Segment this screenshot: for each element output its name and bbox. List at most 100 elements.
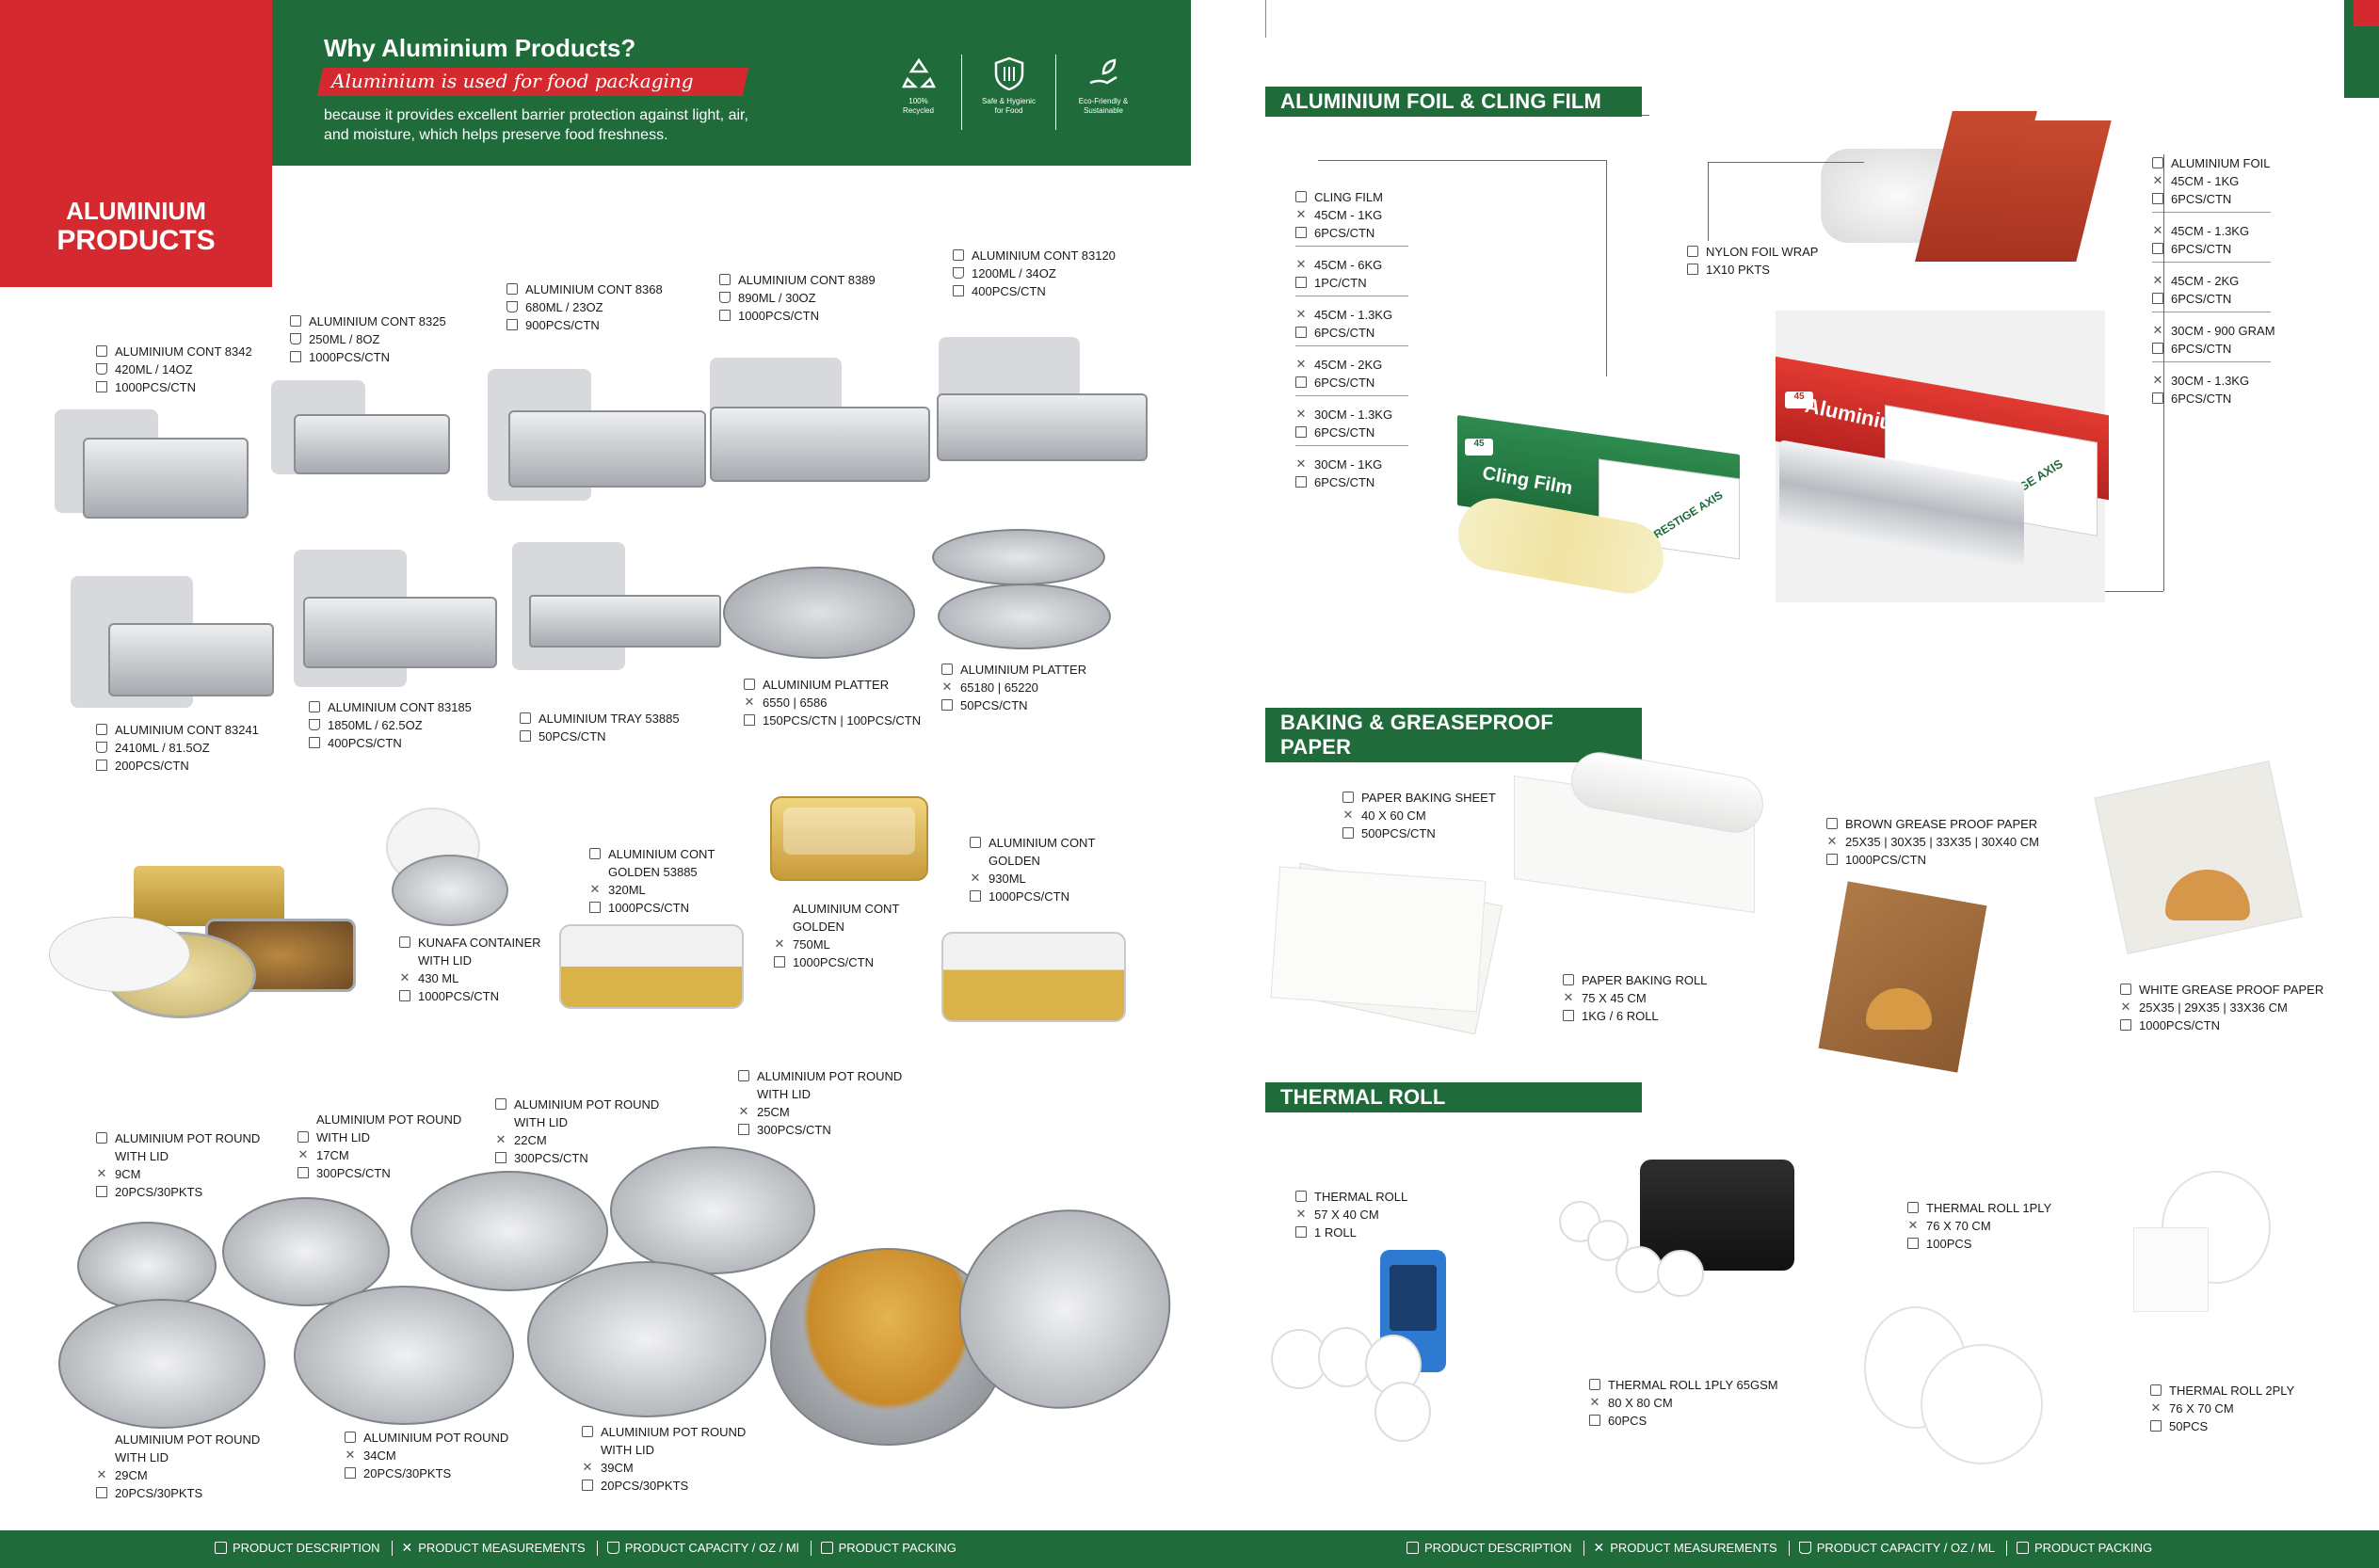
badge-line1: 100% [908,97,928,105]
measurement-icon: ✕ [2150,1400,2162,1415]
pot-food-image [770,1182,1197,1455]
measurement-icon: ✕ [1907,1218,1919,1232]
tray-8389-image [710,358,934,486]
footer-label: PRODUCT MEASUREMENTS [418,1541,586,1555]
label-platter-6550: ALUMINIUM PLATTER ✕6550 | 6586 150Pcs/CT… [744,676,921,729]
white-paper-image [2094,760,2307,954]
packing-icon [1687,264,1698,275]
label-kunafa: KUNAFA CONTAINER WITH LID ✕430 ML 1000Pc… [399,934,541,1005]
platter-65180-image [932,529,1111,651]
measurement-icon: ✕ [589,882,601,896]
packing-icon [1342,827,1354,839]
product-name-2: WITH LID [316,1130,371,1144]
product-measurement: 45CM - 1KG [2171,174,2240,188]
product-measurement: 930ML [989,872,1026,886]
product-packing: 6Pcs/CTN [1314,376,1375,390]
description-icon [399,936,410,948]
product-measurement: 45CM - 2KG [2171,274,2240,288]
tray-8342-image [55,409,252,522]
product-capacity: 1200ml / 34oz [972,266,1056,280]
header-body-line1: because it provides excellent barrier pr… [324,107,748,123]
product-measurement: 40 x 60 CM [1361,808,1426,823]
measurement-icon: ✕ [1295,407,1307,421]
product-name-2: WITH LID [514,1115,569,1129]
badge-line2: Sustainable [1084,106,1123,115]
packing-icon [953,285,964,296]
divider [596,1540,598,1556]
product-capacity: 250ml / 8oz [309,332,380,346]
product-measurement: 30CM - 900 GRAM [2171,324,2275,338]
product-name-2: WITH LID [115,1450,169,1464]
section-baking-heading: BAKING & GREASEPROOF PAPER [1265,708,1642,762]
product-name: ALUMINIUM CONT 83185 [328,700,472,714]
description-icon [2150,1384,2162,1396]
product-name: THERMAL ROLL 2PLY [2169,1384,2295,1398]
product-measurement: 39CM [601,1461,634,1475]
foil-item-2: ✕45CM - 2KG 6Pcs/CTN [2152,272,2271,312]
measurement-icon: ✕ [96,1467,107,1481]
packing-icon [1295,1226,1307,1238]
packing-icon [96,1186,107,1197]
label-baking-sheet: PAPER BAKING SHEET ✕40 x 60 CM 500Pcs/CT… [1342,789,1496,842]
packing-icon [520,730,531,742]
product-name-2: WITH LID [418,953,473,968]
packing-icon [1563,1010,1574,1021]
packing-icon [2152,243,2163,254]
divider [391,1540,393,1556]
packing-icon [297,1167,309,1178]
nylon-leader-v [1708,162,1709,241]
footer-label: PRODUCT CAPACITY / OZ / ML [1816,1541,1995,1555]
footer-label: PRODUCT MEASUREMENTS [1610,1541,1777,1555]
product-packing: 1000Pcs/CTN [738,309,819,323]
product-packing: 400Pcs/CTN [972,284,1046,298]
footer-item: PRODUCT PACKING [2016,1540,2152,1556]
measurement-icon: ✕ [2152,373,2163,387]
product-name-2: WITH LID [757,1087,812,1101]
aluminium-tag-text: ALUMINIUM PRODUCTS [0,196,272,256]
capacity-icon [96,363,107,375]
description-icon [520,712,531,724]
packing-icon [345,1467,356,1479]
measurement-icon: ✕ [1563,990,1574,1004]
measurement-icon: ✕ [1295,456,1307,471]
foil-leader-v [2163,154,2164,591]
product-name-2: GOLDEN [989,854,1040,868]
footer-label: PRODUCT PACKING [838,1541,956,1555]
measurement-icon: ✕ [941,680,953,694]
measurement-icon: ✕ [582,1460,593,1474]
badge-line1: Eco-Friendly & [1078,97,1129,105]
cling-item-2: ✕45CM - 1.3KG 6Pcs/CTN [1295,306,1408,346]
cling-box-badge: 45 [1465,439,1493,456]
divider [2005,1540,2007,1556]
product-packing: 6Pcs/CTN [1314,475,1375,489]
packing-icon [2016,1542,2029,1554]
product-packing: 6Pcs/CTN [1314,226,1375,240]
footer-label: PRODUCT DESCRIPTION [1424,1541,1572,1555]
product-name: ALUMINIUM POT ROUND [316,1112,462,1127]
product-packing: 6Pcs/CTN [2171,242,2232,256]
description-icon [345,1432,356,1443]
product-measurement: 9CM [115,1167,141,1181]
baking-roll-image [1514,747,1768,913]
measurement-icon: ✕ [1295,307,1307,321]
measurement-icon: ✕ [1342,808,1354,822]
product-measurement: 430 ML [418,971,459,985]
product-name: ALUMINIUM CONT 8389 [738,273,876,287]
description-icon [1687,246,1698,257]
packing-icon [2152,343,2163,354]
label-nylon: NYLON FOIL WRAP 1X10 PKTS [1687,243,1818,279]
product-packing: 1 Roll [1314,1225,1357,1240]
packing-icon [970,890,981,902]
product-measurement: 320ML [608,883,646,897]
foil-item-0: ALUMINIUM FOIL ✕45CM - 1KG 6Pcs/CTN [2152,154,2271,213]
product-packing: 900Pcs/CTN [525,318,600,332]
description-icon [309,701,320,712]
product-measurement: 17CM [316,1148,349,1162]
product-packing: 300Pcs/CTN [514,1151,588,1165]
packing-icon [2152,392,2163,404]
description-icon [738,1070,749,1081]
tray-83241-image [71,576,278,708]
footer-item: PRODUCT CAPACITY / OZ / ML [1798,1540,2007,1556]
golden-930-image [941,932,1130,1026]
measurement-icon: ✕ [1589,1395,1600,1409]
